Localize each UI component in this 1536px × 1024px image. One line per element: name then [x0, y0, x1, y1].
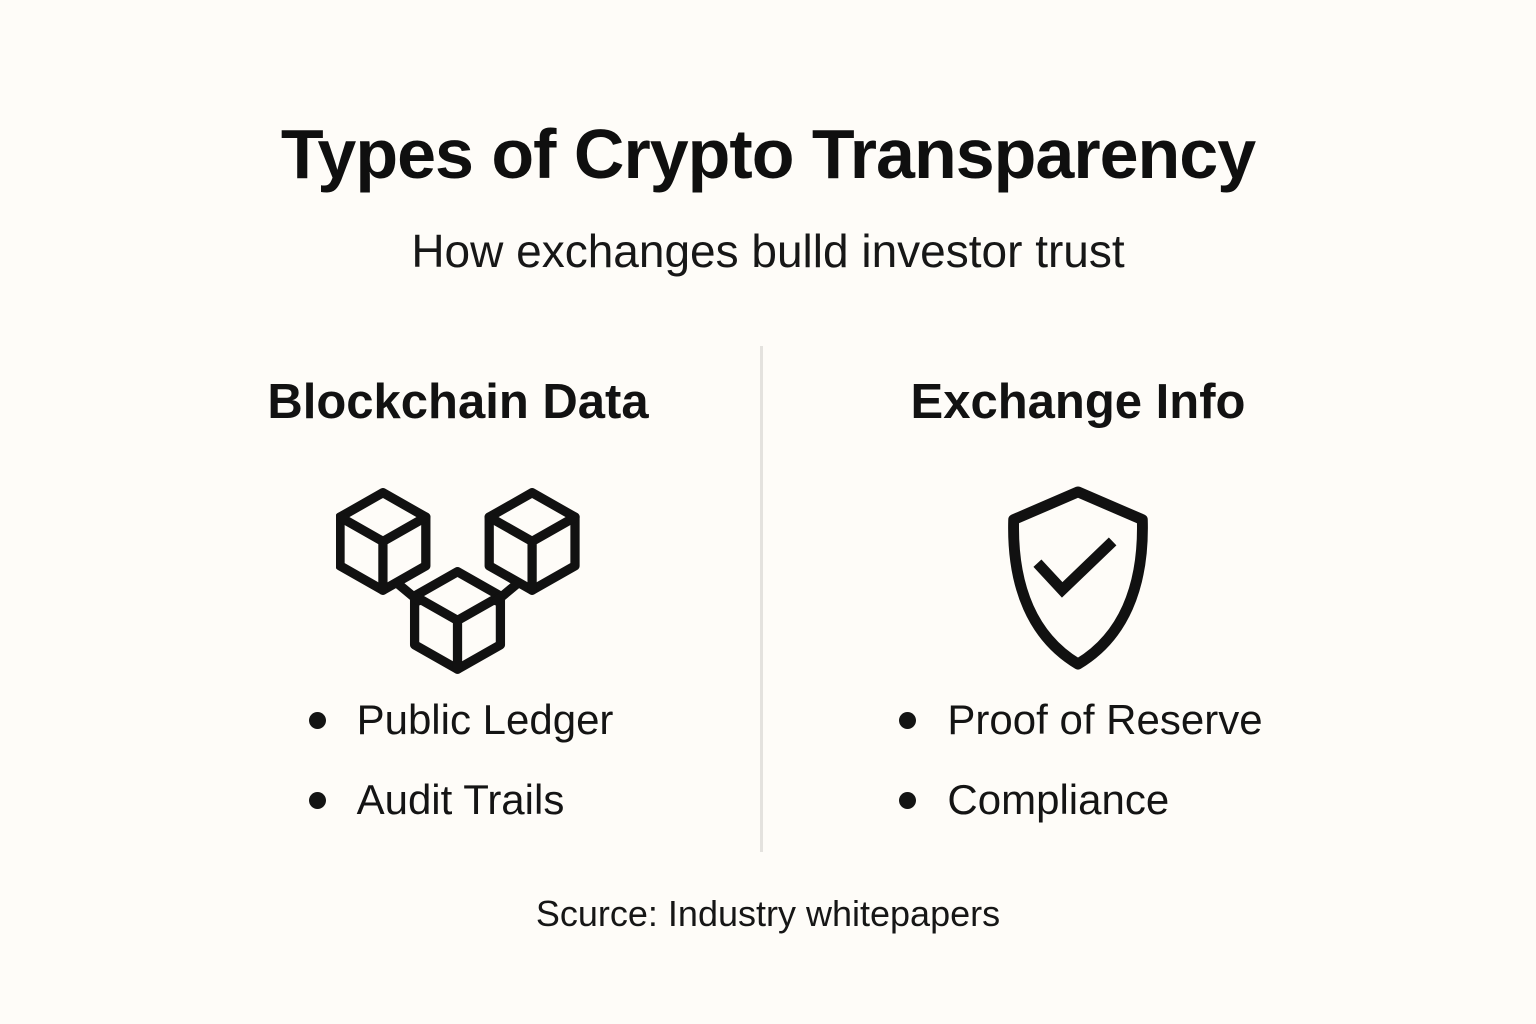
bullet-item: Public Ledger: [303, 680, 613, 760]
bullet-item: Compliance: [893, 760, 1262, 840]
page-title: Types of Crypto Transparency: [280, 115, 1256, 193]
page-subtitle: How exchanges bulld investor trust: [411, 225, 1125, 277]
shield-check-icon: [768, 480, 1388, 676]
columns-section: Blockchain Data: [0, 346, 1536, 852]
bullet-list: Public Ledger Audit Trails: [303, 680, 614, 840]
bullet-item: Audit Trails: [303, 760, 614, 840]
bullet-item: Proof of Reserve: [893, 680, 1263, 760]
column-header: Exchange Info: [910, 375, 1246, 429]
source-caption: Scurce: Industry whitepapers: [535, 893, 1001, 934]
bullet-list: Proof of Reserve Compliance: [893, 680, 1263, 840]
column-divider: [760, 346, 763, 852]
blockchain-cubes-icon: [148, 480, 768, 676]
column-exchange-info: Exchange Info Proof of Reserve Complianc…: [768, 374, 1388, 840]
column-header: Blockchain Data: [267, 375, 649, 429]
column-blockchain-data: Blockchain Data: [148, 374, 768, 840]
